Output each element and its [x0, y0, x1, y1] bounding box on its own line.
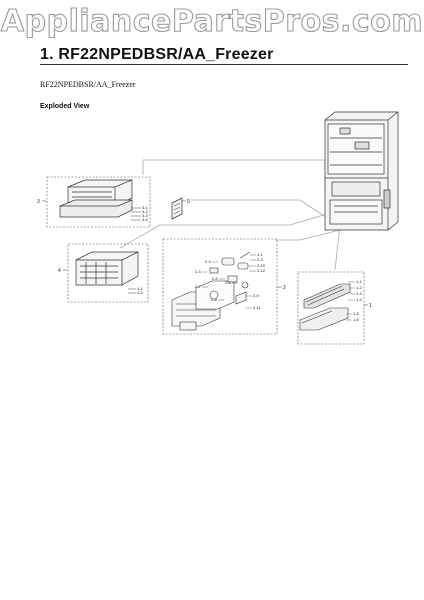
connector-line [119, 209, 341, 249]
part-label: 2-2 [257, 257, 264, 262]
callout-number: 1 [369, 303, 372, 309]
connector-line [190, 199, 339, 226]
part-label: 2-3 [205, 259, 212, 264]
group-3-upper-drawer: 3-1 3-2 3-3 3-4 3 [37, 176, 151, 228]
callout-number: 3 [37, 199, 40, 205]
part-label: 1-4 [356, 297, 363, 302]
part-label: 1-1 [356, 279, 363, 284]
part-label: 2-12 [257, 268, 266, 273]
connector-line [275, 227, 349, 241]
part-label: 1-2 [356, 285, 363, 290]
connector-lines [119, 159, 349, 271]
group-5-bracket: 5 [171, 197, 190, 220]
part-label: 2-9 [253, 293, 260, 298]
part-label: 1-6 [353, 317, 360, 322]
part-label: 2-4 [195, 269, 202, 274]
connector-line [142, 159, 326, 190]
group-2-ice-assembly: 2-1 2-2 2-10 2-12 2-3 2-4 2-5 2-6 2-7 2-… [162, 238, 286, 335]
part-label: 2-6 [225, 280, 232, 285]
model-subtitle: RF22NPEDBSR/AA_Freezer [40, 80, 136, 89]
part-label: 1-3 [356, 291, 363, 296]
callout-number: 5 [187, 199, 190, 205]
part-label: 3-2 [142, 209, 149, 214]
refrigerator-illustration [324, 111, 399, 231]
connector-line [334, 224, 341, 271]
group-1-rail-assembly: 1-1 1-2 1-3 1-4 1-5 1-6 1 [297, 271, 372, 345]
part-label: 4-1 [137, 286, 144, 291]
part-label: 4-2 [137, 290, 144, 295]
title-divider [40, 64, 408, 65]
part-label: 2-8 [211, 297, 218, 302]
part-label: 2-7 [195, 284, 202, 289]
section-label: Exploded View [40, 103, 90, 110]
part-label: 3-3 [142, 213, 149, 218]
part-label: 2-10 [257, 263, 266, 268]
group-4-lower-drawer: 4-1 4-2 4 [58, 243, 149, 303]
callout-number: 2 [283, 285, 286, 291]
part-label: 2-1 [257, 252, 264, 257]
part-label: 3-1 [142, 205, 149, 210]
callout-number: 4 [58, 268, 61, 274]
part-label: 2-11 [253, 305, 261, 310]
page-title: 1. RF22NPEDBSR/AA_Freezer [40, 46, 274, 63]
part-label: 3-4 [142, 217, 149, 222]
part-label: 2-5 [212, 276, 219, 281]
part-label: 1-5 [353, 311, 360, 316]
